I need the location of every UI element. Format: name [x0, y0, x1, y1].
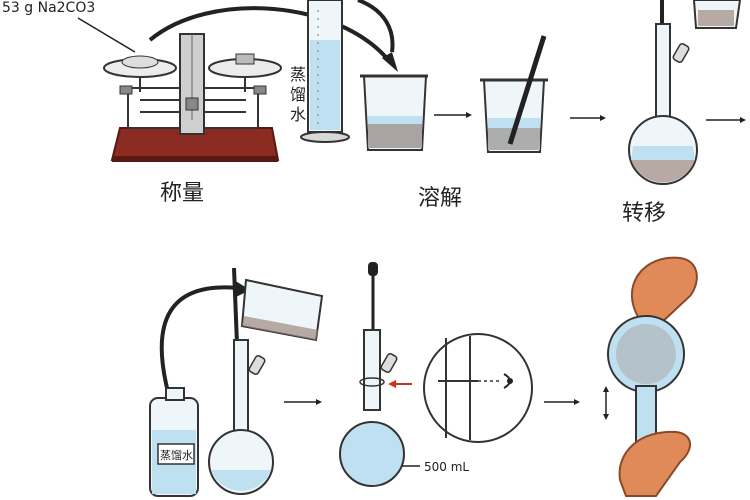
- magnified-view: [423, 333, 533, 443]
- label-pointer: [77, 17, 136, 53]
- pour-arrow-2: [357, 0, 395, 53]
- header-label: 53 g Na2CO3: [2, 0, 95, 16]
- flask-fill-to-mark: [339, 262, 420, 487]
- bottle-label: 蒸馏水: [160, 448, 193, 462]
- pour-arrow-3: [159, 285, 239, 393]
- bottom-hand: [618, 430, 691, 497]
- pour-arrow-1-head: [382, 52, 398, 72]
- step-label-dissolve: 溶解: [418, 186, 462, 211]
- water-label-1: 蒸: [290, 65, 306, 84]
- stirring-rod: [507, 35, 547, 145]
- bottle-label-box: [157, 443, 195, 465]
- water-label-3: 水: [290, 105, 306, 124]
- wash-bottle: [149, 387, 199, 497]
- flask-invert-shake: [607, 256, 698, 497]
- flask-mark-label: 500 mL: [424, 460, 469, 474]
- flask-wash-transfer: [208, 267, 324, 495]
- flask-transfer: [628, 0, 742, 185]
- beaker-dissolve-1: [360, 74, 428, 151]
- step-label-transfer: 转移: [622, 201, 666, 226]
- graduated-cylinder: [300, 0, 350, 143]
- water-label-2: 馏: [290, 85, 306, 104]
- step-label-weigh: 称量: [160, 181, 204, 206]
- beaker-dissolve-2: [480, 35, 548, 153]
- balance-scale: [103, 33, 282, 162]
- top-hand: [630, 256, 698, 326]
- pour-arrow-1: [148, 6, 392, 64]
- balance-base-shadow: [112, 156, 278, 162]
